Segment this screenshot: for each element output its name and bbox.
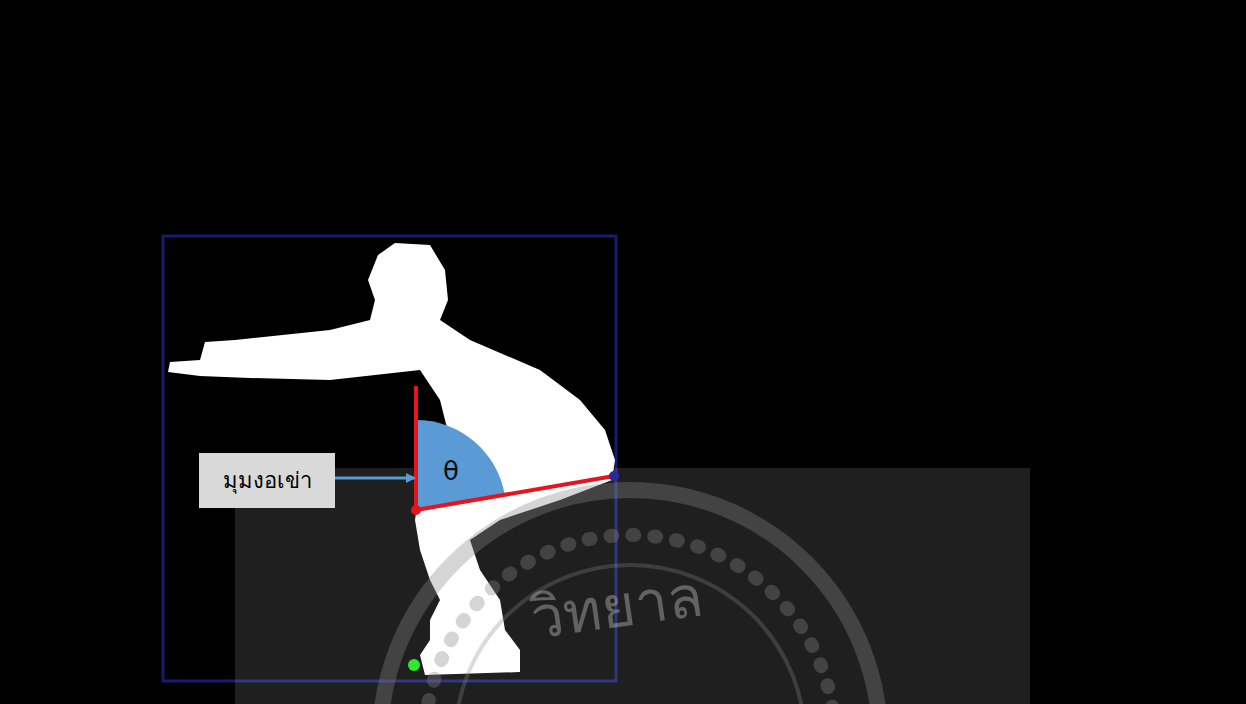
vertical-reference bbox=[414, 386, 418, 510]
knee-point bbox=[411, 505, 421, 515]
watermark-seal bbox=[380, 490, 880, 704]
label-box: มุมงอเข่า bbox=[199, 453, 335, 508]
label-text: มุมงอเข่า bbox=[223, 463, 312, 498]
hip-point bbox=[609, 471, 619, 481]
watermark-dots bbox=[425, 535, 835, 704]
ankle-point bbox=[408, 659, 420, 671]
leader-arrow bbox=[335, 477, 414, 480]
angle-symbol: θ bbox=[443, 456, 459, 486]
watermark-panel bbox=[235, 468, 1030, 704]
